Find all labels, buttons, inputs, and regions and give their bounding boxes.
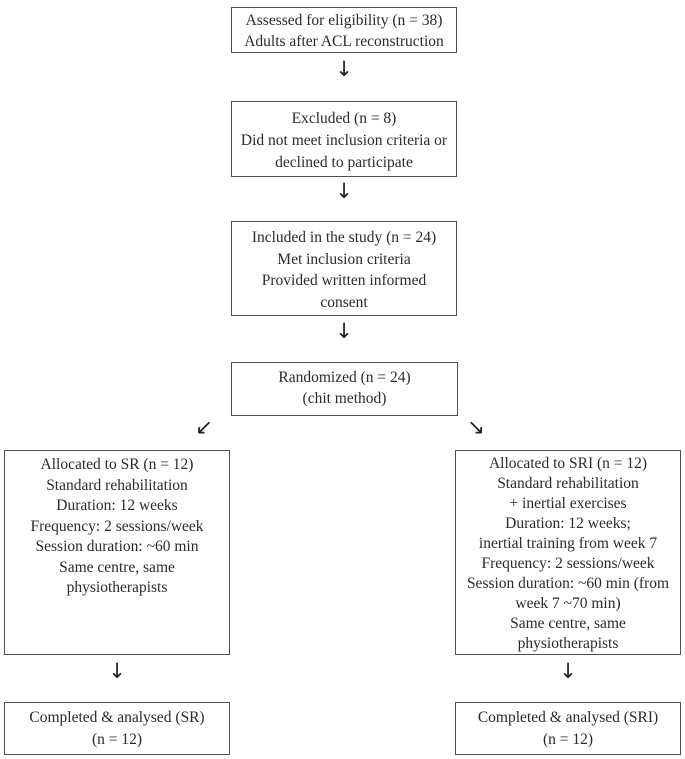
- box-line: Session duration: ~60 min: [35, 538, 199, 555]
- box-line: Did not meet inclusion criteria or: [240, 132, 448, 149]
- allocated-sr-box: Allocated to SR (n = 12) Standard rehabi…: [4, 450, 230, 655]
- box-line: declined to participate: [275, 154, 413, 171]
- box-line: week 7 ~70 min): [515, 595, 621, 612]
- completed-sri-box: Completed & analysed (SRI) (n = 12): [455, 702, 681, 755]
- down-arrow: ↓: [335, 179, 353, 203]
- box-line: Allocated to SR (n = 12): [40, 456, 194, 473]
- box-line: Session duration: ~60 min (from: [466, 575, 670, 592]
- eligibility-box: Assessed for eligibility (n = 38) Adults…: [231, 7, 457, 53]
- randomized-box: Randomized (n = 24) (chit method): [231, 362, 458, 416]
- box-line: Completed & analysed (SRI): [477, 709, 659, 726]
- excluded-box: Excluded (n = 8) Did not meet inclusion …: [231, 101, 457, 177]
- allocated-sri-box: Allocated to SRI (n = 12) Standard rehab…: [455, 450, 681, 655]
- box-line: Assessed for eligibility (n = 38): [245, 12, 443, 29]
- box-line: Duration: 12 weeks: [56, 497, 178, 514]
- box-line: Frequency: 2 sessions/week: [481, 555, 655, 572]
- box-line: Standard rehabilitation: [46, 476, 188, 494]
- box-line: Completed & analysed (SR): [29, 709, 205, 726]
- box-line: Allocated to SRI (n = 12): [488, 455, 648, 472]
- down-arrow: ↓: [335, 57, 353, 81]
- box-line: Same centre, same: [510, 615, 626, 632]
- box-line: Excluded (n = 8): [291, 110, 397, 127]
- box-line: Duration: 12 weeks;: [505, 515, 631, 532]
- down-arrow: ↓: [559, 659, 577, 683]
- box-line: Met inclusion criteria: [277, 250, 411, 268]
- included-box: Included in the study (n = 24) Met inclu…: [231, 221, 457, 316]
- down-arrow: ↓: [335, 319, 353, 343]
- box-line: Same centre, same: [59, 558, 175, 576]
- box-line: physiotherapists: [66, 579, 168, 596]
- box-line: physiotherapists: [517, 635, 619, 652]
- box-line: (n = 12): [91, 731, 143, 748]
- box-line: Provided written informed: [261, 272, 427, 289]
- down-right-arrow: ↘: [467, 415, 485, 439]
- box-line: inertial training from week 7: [478, 535, 658, 552]
- completed-sr-box: Completed & analysed (SR) (n = 12): [4, 702, 230, 755]
- box-line: Included in the study (n = 24): [251, 229, 437, 246]
- box-line: + inertial exercises: [509, 495, 627, 512]
- box-line: Standard rehabilitation: [497, 475, 639, 492]
- box-line: consent: [320, 293, 368, 311]
- box-line: (chit method): [302, 390, 387, 407]
- box-line: Frequency: 2 sessions/week: [30, 517, 204, 535]
- down-left-arrow: ↙: [195, 415, 213, 439]
- down-arrow: ↓: [108, 659, 126, 683]
- box-line: Adults after ACL reconstruction: [244, 33, 444, 50]
- box-line: Randomized (n = 24): [278, 369, 411, 386]
- box-line: (n = 12): [542, 731, 594, 748]
